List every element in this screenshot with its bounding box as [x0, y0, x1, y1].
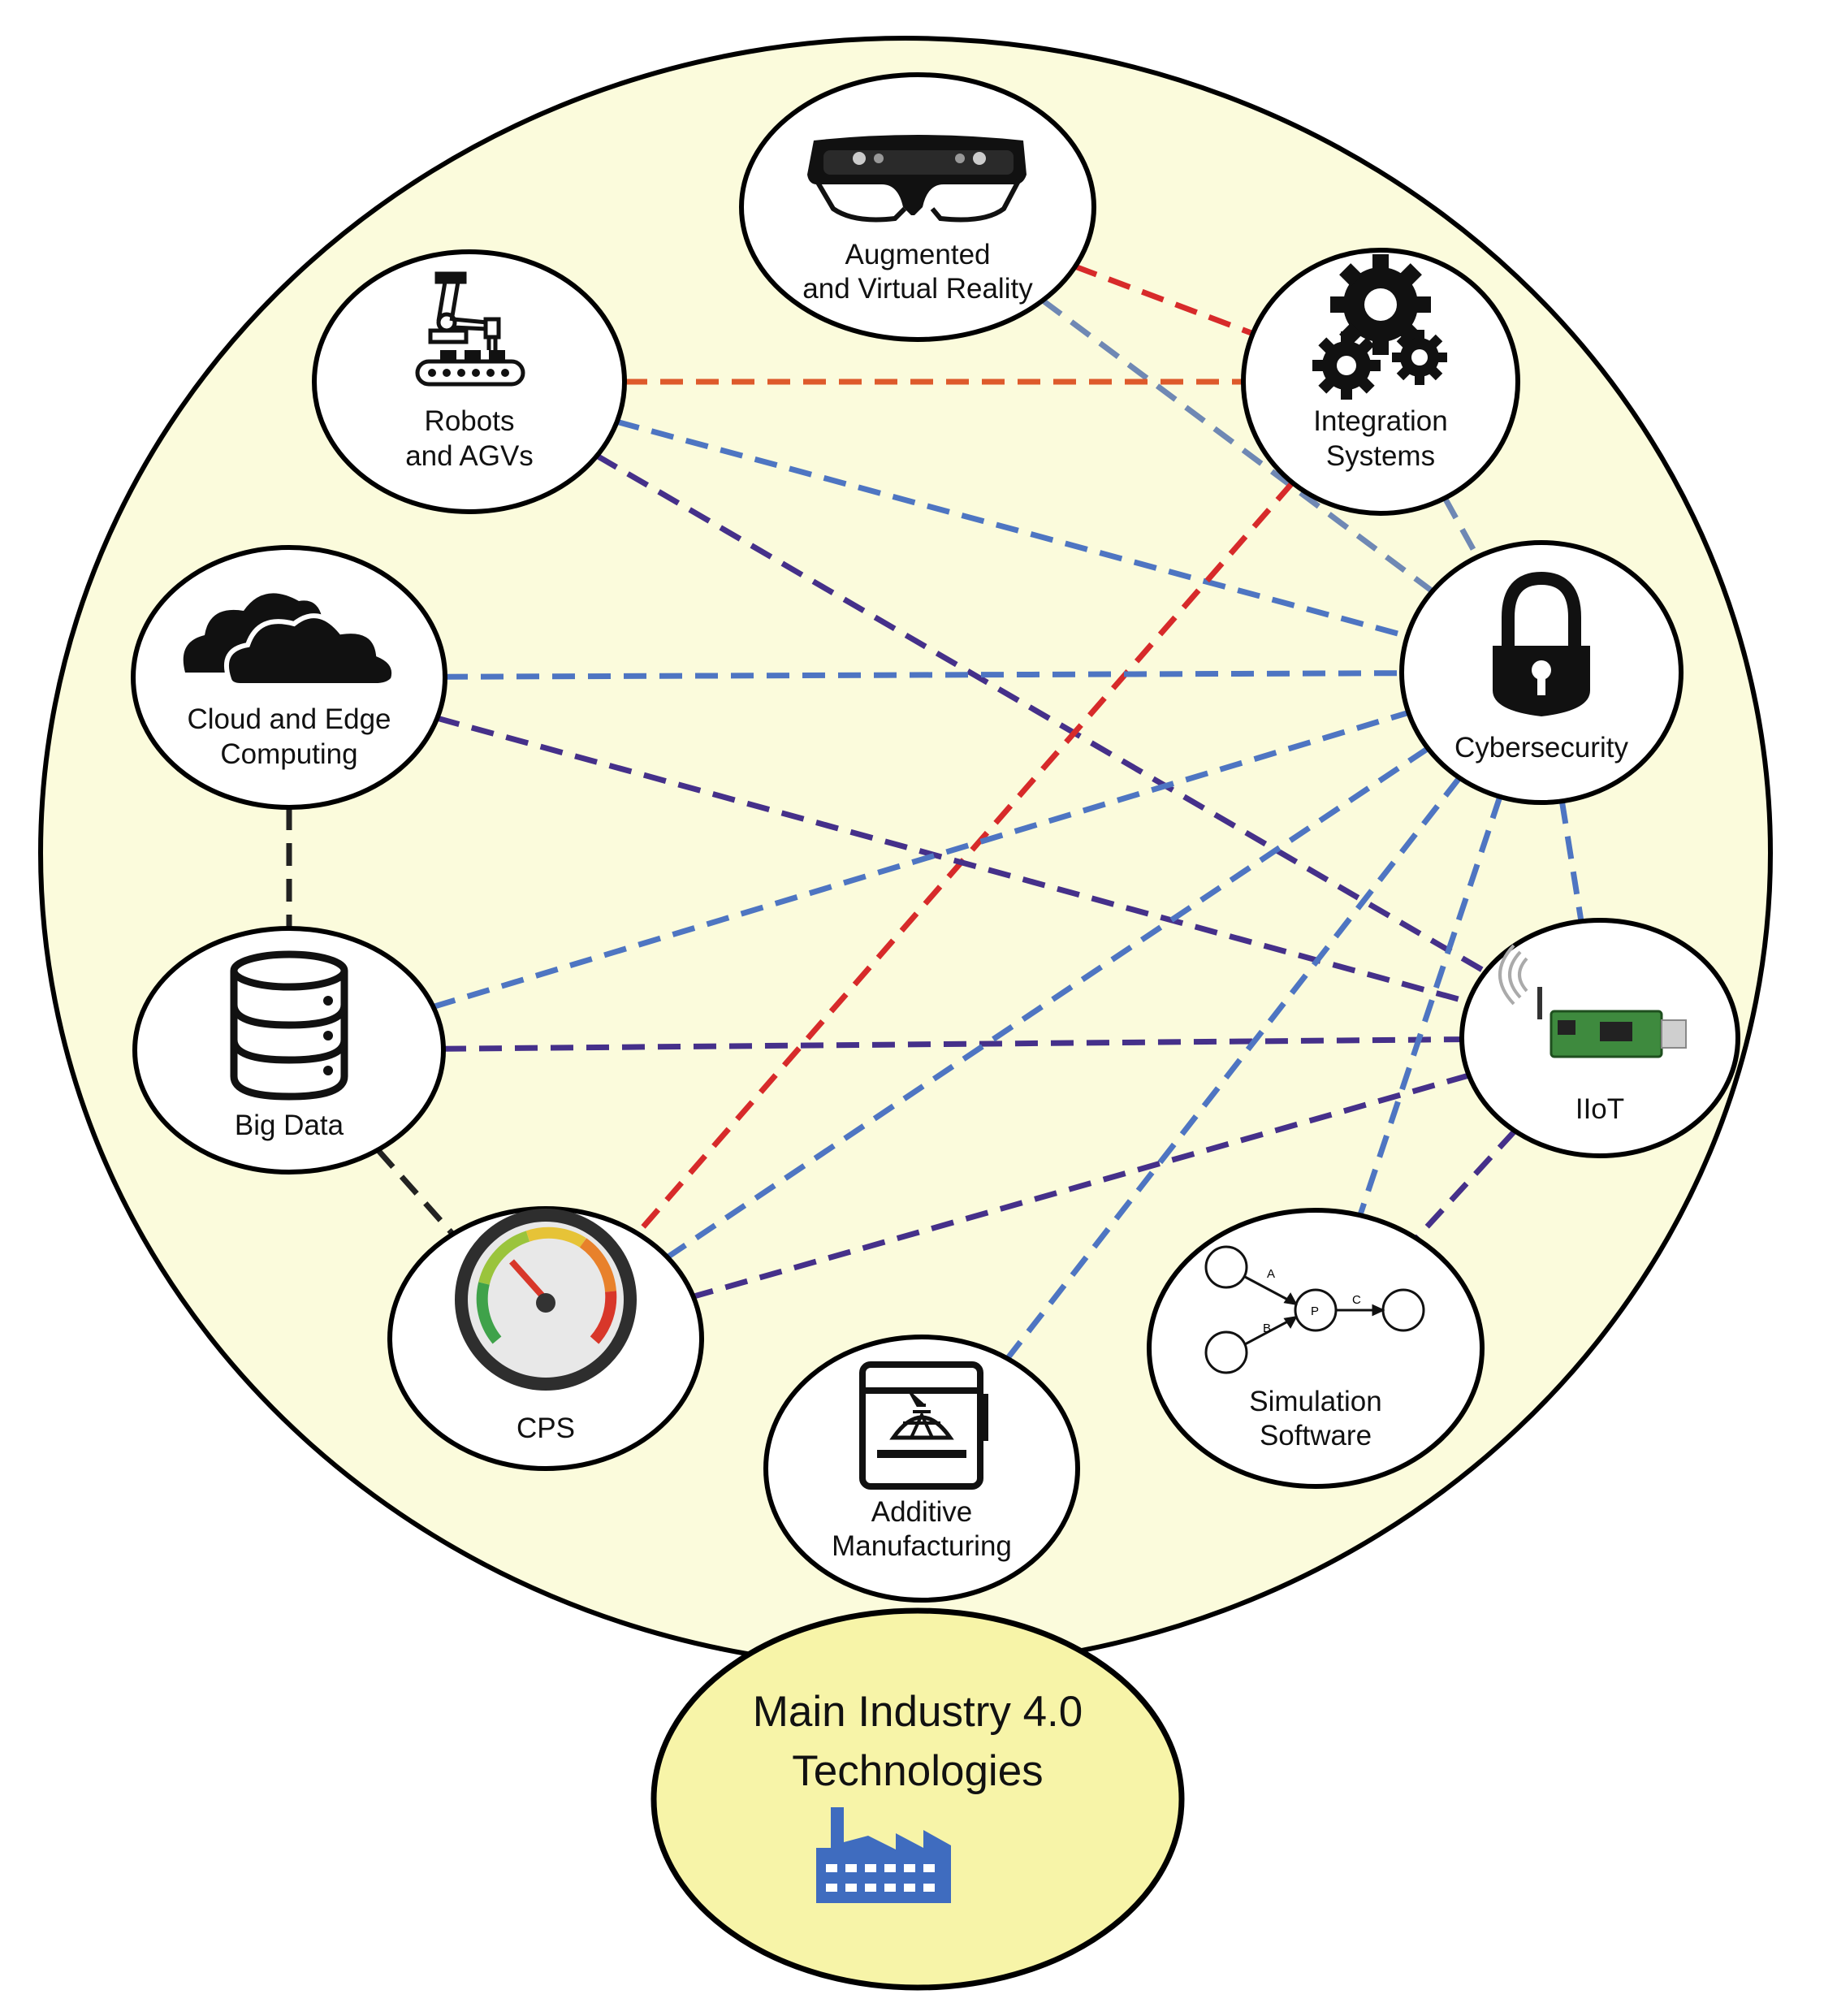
node-ellipse	[763, 1335, 1080, 1603]
node-additive-manufacturing: Additive Manufacturing	[763, 1335, 1080, 1603]
node-label-line1: Augmented	[845, 239, 990, 270]
node-label-line1: Robots	[425, 405, 515, 437]
database-icon	[230, 950, 348, 1101]
edge-bigdata-iiot	[443, 1036, 1463, 1052]
petri-label-p: P	[1311, 1304, 1319, 1318]
node-label-line1: Simulation	[1249, 1386, 1381, 1417]
edge-cloud-cyber	[444, 670, 1403, 680]
padlock-icon	[1493, 571, 1590, 716]
main-ellipse	[651, 1607, 1185, 1991]
3d-printer-icon	[859, 1361, 988, 1490]
edge-robots-iiot	[595, 453, 1488, 975]
node-label-line1: CPS	[517, 1412, 575, 1444]
petri-label-a: A	[1267, 1267, 1275, 1281]
gauge-icon	[455, 1209, 637, 1391]
edge-bigdata-cps	[375, 1148, 456, 1236]
edge-robots-cyber	[616, 418, 1408, 639]
edge-integration-cps	[635, 480, 1295, 1235]
node-label-line2: Systems	[1326, 440, 1435, 472]
edge-cyber-cps	[665, 746, 1430, 1260]
node-big-data: Big Data	[132, 926, 446, 1175]
vr-headset-icon	[807, 135, 1027, 223]
robot-arm-conveyor-icon	[415, 271, 525, 387]
cloud-icon	[183, 593, 397, 688]
node-label-line1: Big Data	[235, 1110, 344, 1141]
factory-icon	[816, 1807, 951, 1903]
node-robots-agvs: Robots and AGVs	[312, 249, 627, 514]
node-label-line2: Manufacturing	[832, 1530, 1012, 1562]
node-simulation-software: A B P C Simulation Software	[1147, 1208, 1485, 1489]
connection-lines	[286, 263, 1584, 1361]
petri-label-c: C	[1352, 1293, 1361, 1307]
edge-ar-integration	[1074, 263, 1254, 336]
node-label-line1: Integration	[1313, 405, 1447, 437]
node-cloud-edge-computing: Cloud and Edge Computing	[131, 545, 447, 810]
node-augmented-virtual-reality: Augmented and Virtual Reality	[739, 72, 1096, 342]
petri-label-b: B	[1263, 1322, 1271, 1335]
node-label-line2: and AGVs	[405, 440, 534, 472]
node-label-line1: Cloud and Edge	[187, 703, 391, 735]
node-label-line1: Cybersecurity	[1454, 732, 1628, 764]
node-label-line2: and Virtual Reality	[802, 273, 1033, 305]
node-label-line1: IIoT	[1575, 1093, 1624, 1125]
main-technologies-node: Main Industry 4.0 Technologies	[651, 1607, 1185, 1991]
main-title-line1: Main Industry 4.0	[753, 1688, 1083, 1736]
edge-cyber-iiot	[1558, 800, 1584, 922]
node-ellipse	[312, 249, 627, 514]
node-ellipse	[1241, 248, 1520, 516]
node-label-line2: Software	[1260, 1420, 1372, 1451]
node-label-line2: Computing	[220, 738, 357, 770]
node-integration-systems: Integration Systems	[1241, 248, 1520, 516]
node-cybersecurity: Cybersecurity	[1399, 540, 1684, 805]
edge-iiot-simulation	[1414, 1128, 1517, 1241]
node-label-line1: Additive	[871, 1496, 973, 1528]
edge-cyber-additive	[1005, 776, 1462, 1361]
petri-net-icon	[1204, 1245, 1425, 1374]
edge-bigdata-cyber	[432, 709, 1410, 1010]
main-title-line2: Technologies	[792, 1747, 1043, 1795]
edge-iiot-cps	[692, 1072, 1470, 1300]
node-cps: CPS	[387, 1206, 704, 1471]
edge-ar-cyber	[1040, 298, 1434, 594]
edge-integration-cyber	[1442, 496, 1480, 559]
node-ellipse	[132, 926, 446, 1175]
iot-device-icon	[1498, 944, 1687, 1058]
edge-cyber-simulation	[1357, 795, 1503, 1217]
node-iiot: IIoT	[1459, 918, 1740, 1158]
